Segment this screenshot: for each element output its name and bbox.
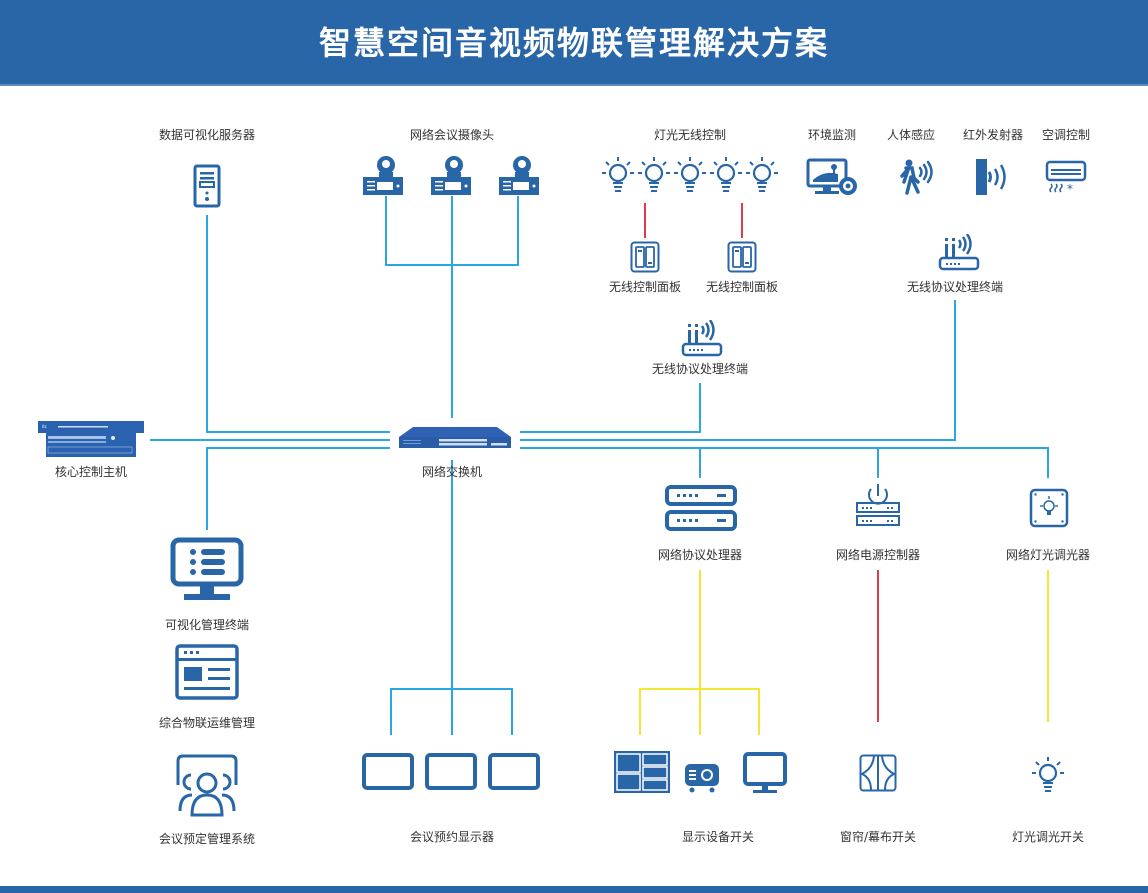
link-wireless-right-switch [520, 300, 956, 441]
light-bulb-row [600, 156, 780, 194]
dimming-switch-label: 灯光调光开关 [1011, 830, 1085, 844]
switch-panel-icon [727, 241, 757, 273]
tablet-display-icon [488, 753, 540, 790]
server-tower-icon [193, 164, 221, 208]
meeting-people-icon [176, 754, 238, 817]
motion-sensor-icon [900, 159, 933, 195]
projector-icon [685, 764, 719, 793]
light-bulb-icon [1030, 756, 1066, 794]
light-bulb-icon [708, 156, 744, 194]
rack-controller-icon: itc [38, 421, 144, 457]
visual-terminal-label: 可视化管理终端 [164, 618, 250, 632]
ac-control-label: 空调控制 [1041, 128, 1091, 142]
air-conditioner-icon: * [1045, 160, 1087, 194]
wireless-router-icon [938, 234, 980, 271]
data-server-label: 数据可视化服务器 [158, 128, 256, 142]
light-bulb-icon [600, 156, 636, 194]
light-bulb-icon [672, 156, 708, 194]
booking-displays-label: 会议预约显示器 [409, 830, 495, 844]
svg-text:itc: itc [42, 424, 47, 429]
footer-bar [0, 886, 1148, 893]
ir-emitter-label: 红外发射器 [962, 128, 1024, 142]
protocol-processor-label: 网络协议处理器 [657, 548, 743, 562]
booking-display-group [362, 753, 540, 790]
monitor-list-icon [170, 537, 244, 600]
ptz-camera-icon [499, 156, 539, 195]
iot-ops-label: 综合物联运维管理 [158, 716, 256, 730]
display-switch-label: 显示设备开关 [681, 830, 755, 844]
browser-window-icon [175, 644, 239, 700]
wireless-terminal-center-label: 无线协议处理终端 [651, 362, 749, 376]
wireless-router-icon [681, 320, 723, 357]
svg-text:*: * [1067, 182, 1073, 194]
lights-wireless-label: 灯光无线控制 [653, 128, 727, 142]
tablet-display-icon [362, 753, 414, 790]
wireless-terminal-right-label: 无线协议处理终端 [906, 280, 1004, 294]
network-switch-icon [399, 427, 511, 448]
light-bulb-icon [744, 156, 780, 194]
ptz-camera-icon [363, 156, 403, 195]
light-dimmer-label: 网络灯光调光器 [1005, 548, 1091, 562]
switch-label: 网络交换机 [421, 465, 483, 479]
link-switch-right-bus [520, 447, 1049, 478]
curtain-switch-label: 窗帘/幕布开关 [839, 830, 917, 844]
light-bulb-icon [636, 156, 672, 194]
meeting-booking-label: 会议预定管理系统 [158, 832, 256, 846]
power-controller-icon [856, 484, 900, 526]
panel-1-label: 无线控制面板 [608, 280, 682, 294]
display-devices-icon [614, 751, 787, 793]
link-display-bus [639, 688, 760, 735]
env-monitor-icon [806, 158, 857, 195]
human-sensor-label: 人体感应 [886, 128, 936, 142]
page-title: 智慧空间音视频物联管理解决方案 [318, 24, 829, 62]
env-monitor-label: 环境监测 [807, 128, 857, 142]
video-wall-icon [614, 751, 670, 793]
core-host-label: 核心控制主机 [54, 465, 128, 479]
switch-panel-icon [630, 241, 660, 273]
curtain-icon [859, 754, 897, 792]
protocol-processor-icon [665, 485, 737, 531]
power-controller-label: 网络电源控制器 [835, 548, 921, 562]
ir-emitter-icon [976, 159, 1006, 195]
link-displays-bus [390, 688, 513, 735]
monitor-icon [743, 752, 787, 793]
camera-group [363, 156, 539, 195]
ptz-camera-icon [431, 156, 471, 195]
dimmer-icon [1029, 488, 1069, 528]
header-bar: 智慧空间音视频物联管理解决方案 [0, 0, 1148, 86]
cameras-label: 网络会议摄像头 [409, 128, 495, 142]
link-wireless-center-switch [520, 383, 701, 433]
panel-2-label: 无线控制面板 [705, 280, 779, 294]
link-switch-visual-terminal [206, 447, 390, 530]
link-server-switch [206, 215, 390, 433]
tablet-display-icon [425, 753, 477, 790]
